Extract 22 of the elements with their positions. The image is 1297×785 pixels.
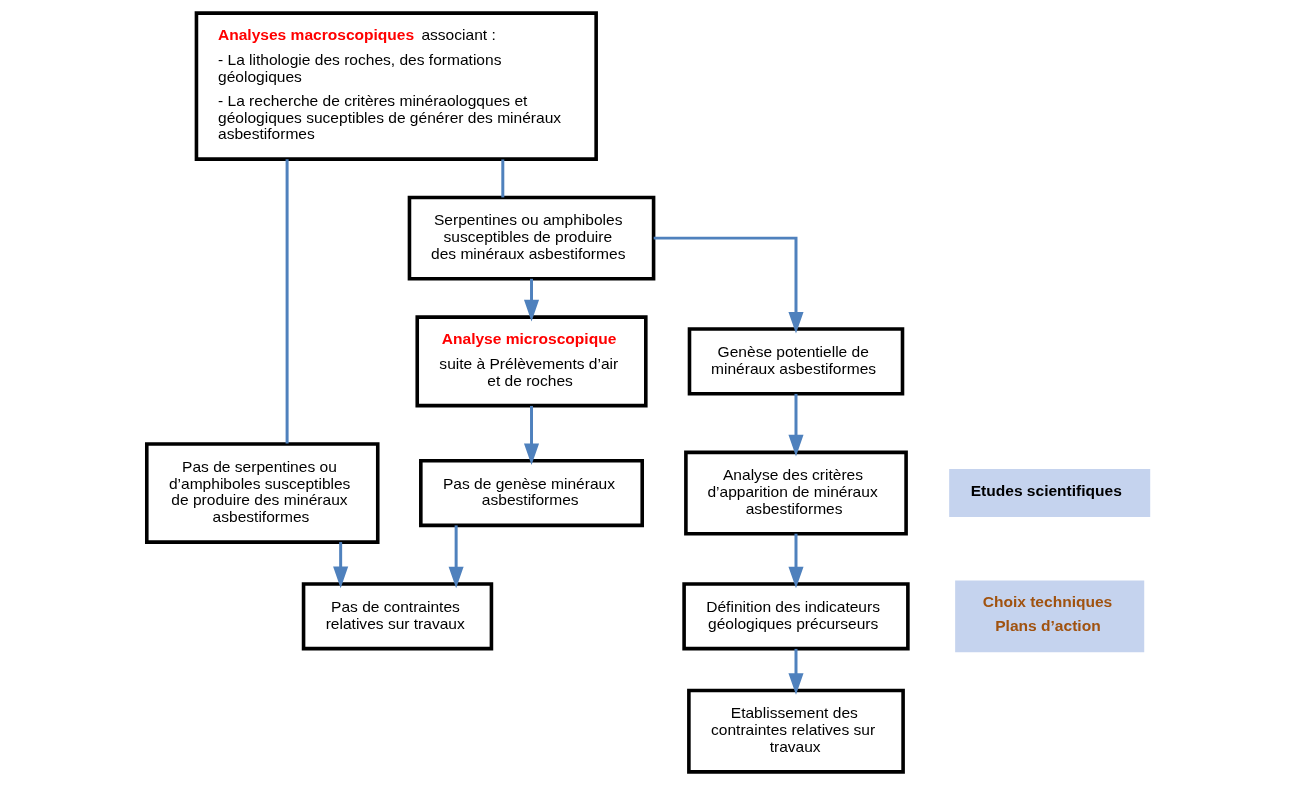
node-box: Pas de contraintes relatives sur travaux xyxy=(301,582,494,651)
node-box: Etudes scientifiques xyxy=(949,469,1151,517)
node-box: Choix techniques Plans d’action xyxy=(955,580,1145,653)
node-box: Analyse microscopique suite à Prélèvements d’air et de roches xyxy=(415,315,648,408)
arrow xyxy=(653,236,804,334)
arrow xyxy=(523,278,540,322)
node-box: Pas de genèse minéraux asbestiformes xyxy=(419,458,644,528)
node-box: Etablissement des contraintes relatives sur travaux xyxy=(687,688,905,774)
arrow xyxy=(523,405,540,466)
node-box: Pas de serpentines ou d’amphiboles susceptibles de produire des minéraux asbestiformes xyxy=(145,442,380,544)
arrow xyxy=(333,542,349,589)
arrow xyxy=(448,525,464,589)
arrow xyxy=(788,648,804,695)
node-box: Genèse potentielle de minéraux asbestiformes xyxy=(687,327,905,396)
connector xyxy=(285,159,289,444)
node-box: Analyses macroscopiques associant : - La lithologie des roches, des formations géologiques - La recherche de critères minéraologques et géologiques suceptibles de générer des minéraux asbestiformes xyxy=(194,11,598,161)
arrow xyxy=(788,533,804,589)
connector xyxy=(501,159,505,198)
node-box: Définition des indicateurs géologiques précurseurs xyxy=(682,582,910,651)
node-box: Analyse des critères d’apparition de minéraux asbestiformes xyxy=(684,450,908,536)
arrow xyxy=(788,393,804,457)
node-box: Serpentines ou amphiboles susceptibles de produire des minéraux asbestiformes xyxy=(407,195,656,281)
